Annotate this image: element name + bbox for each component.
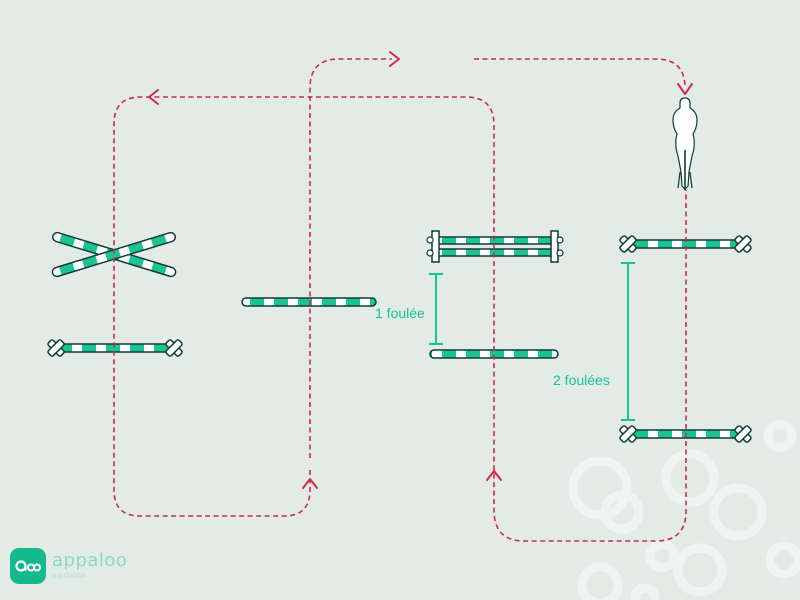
horse-top-view-icon [672,97,698,190]
obstacles [47,230,752,443]
decorative-rings [568,419,800,600]
brand-logo: appaloo équitation [10,548,127,584]
vertical-jump [426,230,564,263]
logo-tagline: équitation [52,571,87,580]
ground-pole-middle [241,297,377,307]
distance-marker-one-stride [429,273,443,345]
direction-arrows [148,51,693,489]
logo-name: appaloo [52,550,128,571]
cross-poles [51,231,177,278]
ground-pole-right-top [619,235,752,253]
ground-pole-left [47,339,183,357]
appaloo-logo-icon [10,548,46,584]
distance-marker-two-strides [621,262,635,421]
one-stride-label: 1 foulée [375,305,425,321]
ground-pole-right-bottom [619,425,752,443]
two-strides-label: 2 foulées [553,372,610,388]
course-path [113,58,687,542]
